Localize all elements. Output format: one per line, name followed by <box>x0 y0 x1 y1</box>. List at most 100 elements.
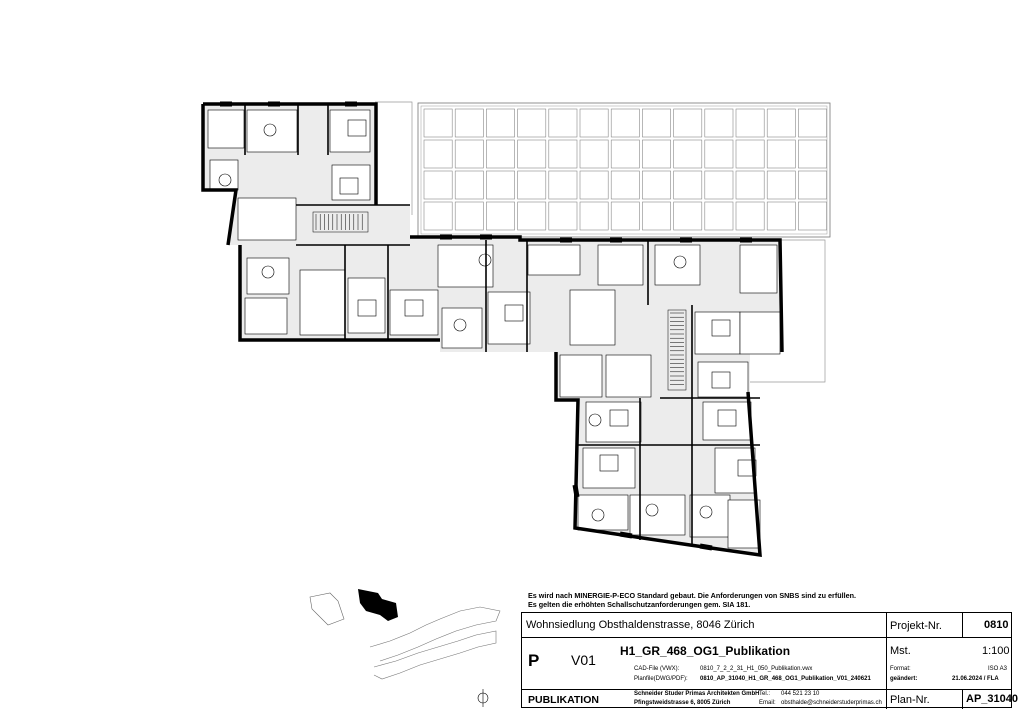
mst-label: Mst. <box>890 645 911 657</box>
pv-panel <box>704 139 734 169</box>
firm-name: Schneider Studer Primas Architekten GmbH <box>634 691 760 697</box>
bed <box>357 299 377 317</box>
format-label: Format: <box>890 666 911 672</box>
bed <box>404 299 424 317</box>
pv-panel <box>423 201 453 231</box>
pv-panel <box>579 139 609 169</box>
format-value: ISO A3 <box>988 666 1008 672</box>
stair-core <box>312 211 687 391</box>
pv-panel <box>579 201 609 231</box>
geaendert-value: 21.06.2024 / FLA <box>952 676 999 682</box>
planfile-label: Planfile(DWG/PDF): <box>634 676 688 682</box>
pv-panel <box>735 108 765 138</box>
pv-panel <box>579 108 609 138</box>
dining-table <box>218 173 232 187</box>
email-value: obsthalde@schneiderstuderprimas.ch <box>781 700 882 706</box>
pv-panel <box>486 139 515 169</box>
note-minergie: Es wird nach MINERGIE-P-ECO Standard geb… <box>528 591 856 600</box>
pv-panel <box>735 139 765 169</box>
tel-label: Tel.: <box>759 691 771 697</box>
north-arrow-icon <box>477 689 489 707</box>
bed <box>609 409 629 427</box>
pv-panel <box>798 170 827 200</box>
plan-nr: AP_31040 <box>966 693 1018 705</box>
firm-address: Pfingstweidstrasse 6, 8005 Zürich <box>634 700 731 706</box>
pv-panel <box>486 170 515 200</box>
cad-file-value: 0810_7_2_2_31_H1_050_Publikation.vwx <box>700 666 813 672</box>
window-marks <box>220 101 752 551</box>
pv-panel <box>454 108 484 138</box>
partitions <box>244 104 760 545</box>
bed <box>737 459 757 477</box>
status-label: PUBLIKATION <box>528 694 599 706</box>
pv-panel <box>673 108 703 138</box>
dining-table <box>263 123 277 137</box>
pv-panel <box>610 108 640 138</box>
dining-table <box>591 508 605 522</box>
bed <box>504 304 524 322</box>
pv-panel <box>673 201 703 231</box>
pv-panel <box>486 108 515 138</box>
bed <box>599 454 619 472</box>
site-plan <box>309 589 501 707</box>
pv-panel <box>766 139 796 169</box>
pv-panel <box>517 108 547 138</box>
pv-panel <box>454 139 484 169</box>
roof-outline-left <box>375 101 413 215</box>
pv-roof-grid <box>417 102 831 238</box>
dining-table <box>588 413 602 427</box>
pv-panel <box>517 139 547 169</box>
pv-panel <box>610 201 640 231</box>
project-name: Wohnsiedlung Obsthaldenstrasse, 8046 Zür… <box>526 619 755 631</box>
pv-panel <box>642 201 671 231</box>
pv-panel <box>548 170 578 200</box>
pv-panel <box>517 201 547 231</box>
pv-panel <box>423 170 453 200</box>
geaendert-label: geändert: <box>890 676 918 682</box>
bed <box>717 409 737 427</box>
pv-panel <box>766 108 796 138</box>
pv-panel <box>735 201 765 231</box>
cad-file-label: CAD-File (VWX): <box>634 666 680 672</box>
standards-notes: Es wird nach MINERGIE-P-ECO Standard geb… <box>528 591 856 609</box>
dining-table <box>645 503 659 517</box>
pv-panel <box>454 170 484 200</box>
bed <box>347 119 367 137</box>
pv-panel <box>766 170 796 200</box>
pv-panel <box>766 201 796 231</box>
pv-panel <box>454 201 484 231</box>
pv-panel <box>704 108 734 138</box>
email-label: Email: <box>759 700 776 706</box>
projekt-nr-label: Projekt-Nr. <box>890 620 942 632</box>
pv-panel <box>548 139 578 169</box>
plan-title: H1_GR_468_OG1_Publikation <box>620 644 791 658</box>
planfile-value: 0810_AP_31040_H1_GR_468_OG1_Publikation_… <box>700 676 871 682</box>
note-schallschutz: Es gelten die erhöhten Schallschutzanfor… <box>528 600 751 610</box>
dining-table <box>699 505 713 519</box>
pv-panel <box>610 139 640 169</box>
pv-panel <box>704 201 734 231</box>
bed <box>339 177 359 195</box>
floor-plan <box>201 101 831 558</box>
bed <box>711 371 731 389</box>
pv-panel <box>423 108 453 138</box>
pv-panel <box>642 108 671 138</box>
title-block: Wohnsiedlung Obsthaldenstrasse, 8046 Zür… <box>521 612 1018 709</box>
pv-panel <box>798 139 827 169</box>
pv-panel <box>673 170 703 200</box>
pv-panel <box>798 108 827 138</box>
mst-value: 1:100 <box>982 645 1010 657</box>
pv-panel <box>704 170 734 200</box>
pv-panel <box>735 170 765 200</box>
dining-table <box>478 253 492 267</box>
pv-panel <box>486 201 515 231</box>
roof-outline-right <box>748 239 826 383</box>
pv-panel <box>642 139 671 169</box>
pv-panel <box>673 139 703 169</box>
pv-panel <box>548 108 578 138</box>
rooms <box>207 109 781 549</box>
tel-value: 044 521 23 10 <box>781 691 820 697</box>
furniture <box>218 119 757 522</box>
pv-panel <box>423 139 453 169</box>
pv-panel <box>610 170 640 200</box>
